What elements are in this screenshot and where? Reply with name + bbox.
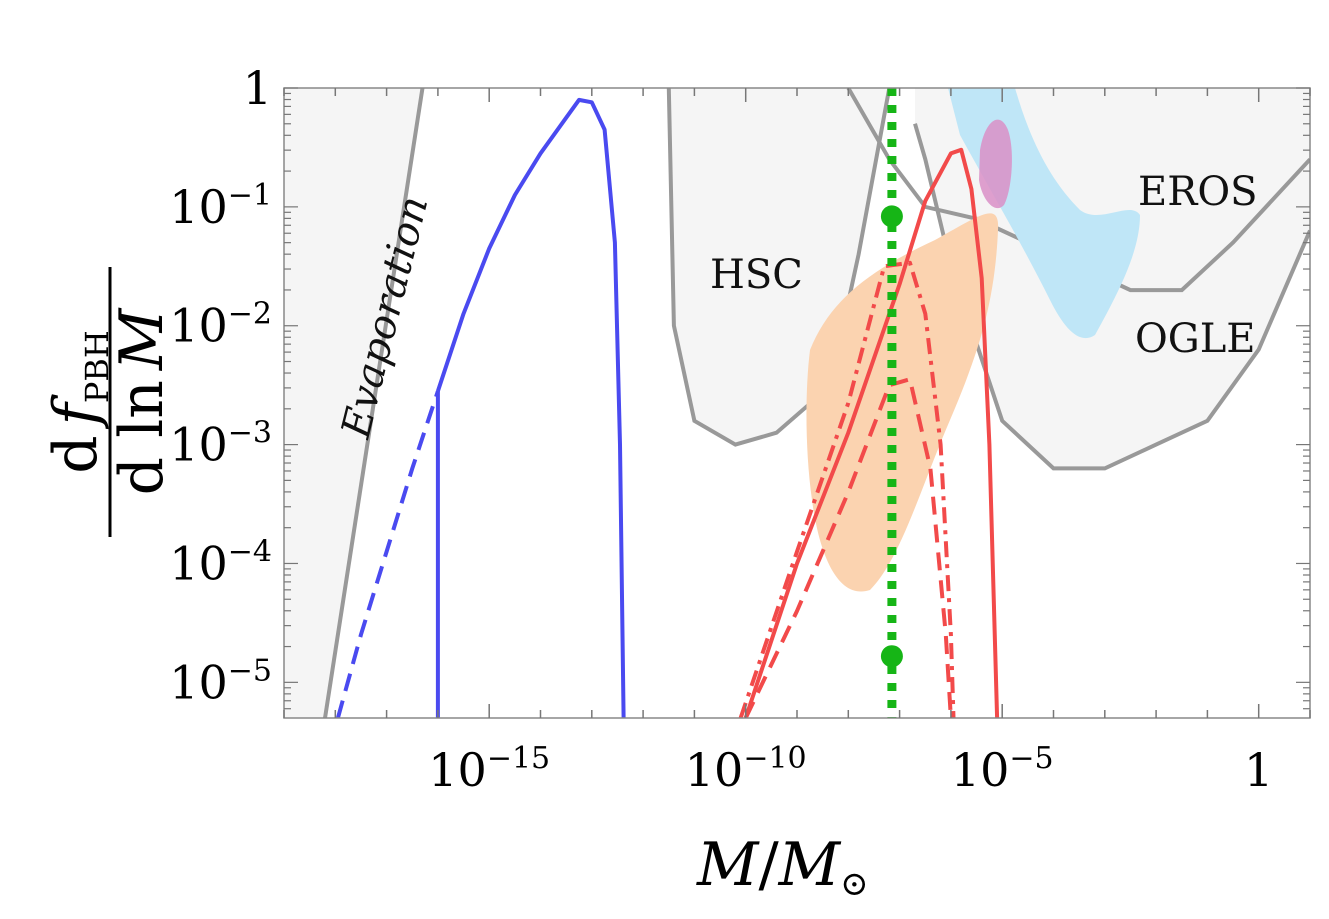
y-tick-labels: 110−110−210−310−410−5	[169, 61, 272, 709]
x-tick-exponent: −10	[743, 741, 806, 776]
svg-text:dfPBH: dfPBH	[41, 330, 116, 474]
hsc-boundary	[666, 88, 892, 447]
x-axis-title: M/M⊙	[696, 830, 869, 904]
x-tick-exponent: −15	[487, 741, 550, 776]
pink-region	[979, 119, 1012, 209]
x-tick-base: 10	[428, 743, 487, 797]
series-red-solid-3	[743, 147, 1000, 718]
data-point-1	[880, 645, 903, 668]
x-tick-base: 10	[685, 743, 744, 797]
series-red-dashdot-4	[738, 260, 956, 718]
evaporation-boundary	[323, 88, 425, 718]
y-tick-base: 10	[169, 536, 228, 590]
x-tick-label: 1	[1244, 743, 1273, 797]
orange-region	[806, 213, 999, 592]
y-tick-exponent: −5	[228, 653, 272, 688]
ogle-label: OGLE	[1135, 316, 1256, 362]
y-title-d: d	[41, 435, 111, 473]
evaporation-fill	[284, 88, 423, 718]
y-tick-base: 10	[169, 180, 228, 234]
y-tick-exponent: −3	[228, 416, 272, 451]
svg-text:M/M⊙: M/M⊙	[696, 830, 869, 904]
x-title-slash: /	[758, 830, 779, 900]
y-tick-exponent: −1	[228, 178, 272, 213]
ogle-boundary	[913, 123, 1310, 471]
y-tick-base: 1	[243, 61, 272, 115]
axis-ticks	[283, 87, 1311, 718]
y-tick-base: 10	[169, 655, 228, 709]
y-tick-label: 10−1	[169, 178, 272, 234]
y-title-m: M	[107, 307, 177, 371]
x-tick-exponent: −5	[1009, 741, 1053, 776]
spectrum-curves	[335, 88, 1000, 718]
y-tick-exponent: −2	[228, 297, 272, 332]
x-tick-label: 10−5	[951, 741, 1054, 797]
y-title-dlnm: d ln	[107, 380, 177, 495]
y-tick-base: 10	[169, 418, 228, 472]
data-point-0	[880, 205, 903, 228]
hsc-label: HSC	[710, 252, 803, 298]
series-blue-solid-0	[436, 97, 626, 718]
y-tick-base: 10	[169, 299, 228, 353]
markers	[880, 205, 903, 668]
x-title-numerator: M	[696, 830, 760, 900]
series-red-dashed-5	[743, 377, 953, 718]
x-title-denominator: M	[778, 830, 842, 900]
x-tick-label: 10−15	[428, 741, 550, 797]
svg-text:d lnM: d ln M	[107, 307, 177, 495]
y-tick-label: 10−4	[169, 534, 272, 590]
series-blue-dashed-1	[335, 390, 440, 718]
y-axis-title: dfPBH d ln M	[41, 267, 177, 537]
y-tick-label: 10−3	[169, 416, 272, 472]
observation-blobs	[806, 88, 1140, 592]
x-title-sun-symbol: ⊙	[840, 864, 869, 904]
y-tick-label: 10−2	[169, 297, 272, 353]
plot-area	[284, 88, 1310, 718]
x-tick-label: 10−10	[685, 741, 807, 797]
x-tick-base: 1	[1244, 743, 1273, 797]
eros-label: EROS	[1138, 169, 1258, 215]
y-tick-exponent: −4	[228, 534, 272, 569]
y-tick-label: 1	[243, 61, 272, 115]
y-tick-label: 10−5	[169, 653, 272, 709]
x-tick-base: 10	[951, 743, 1010, 797]
